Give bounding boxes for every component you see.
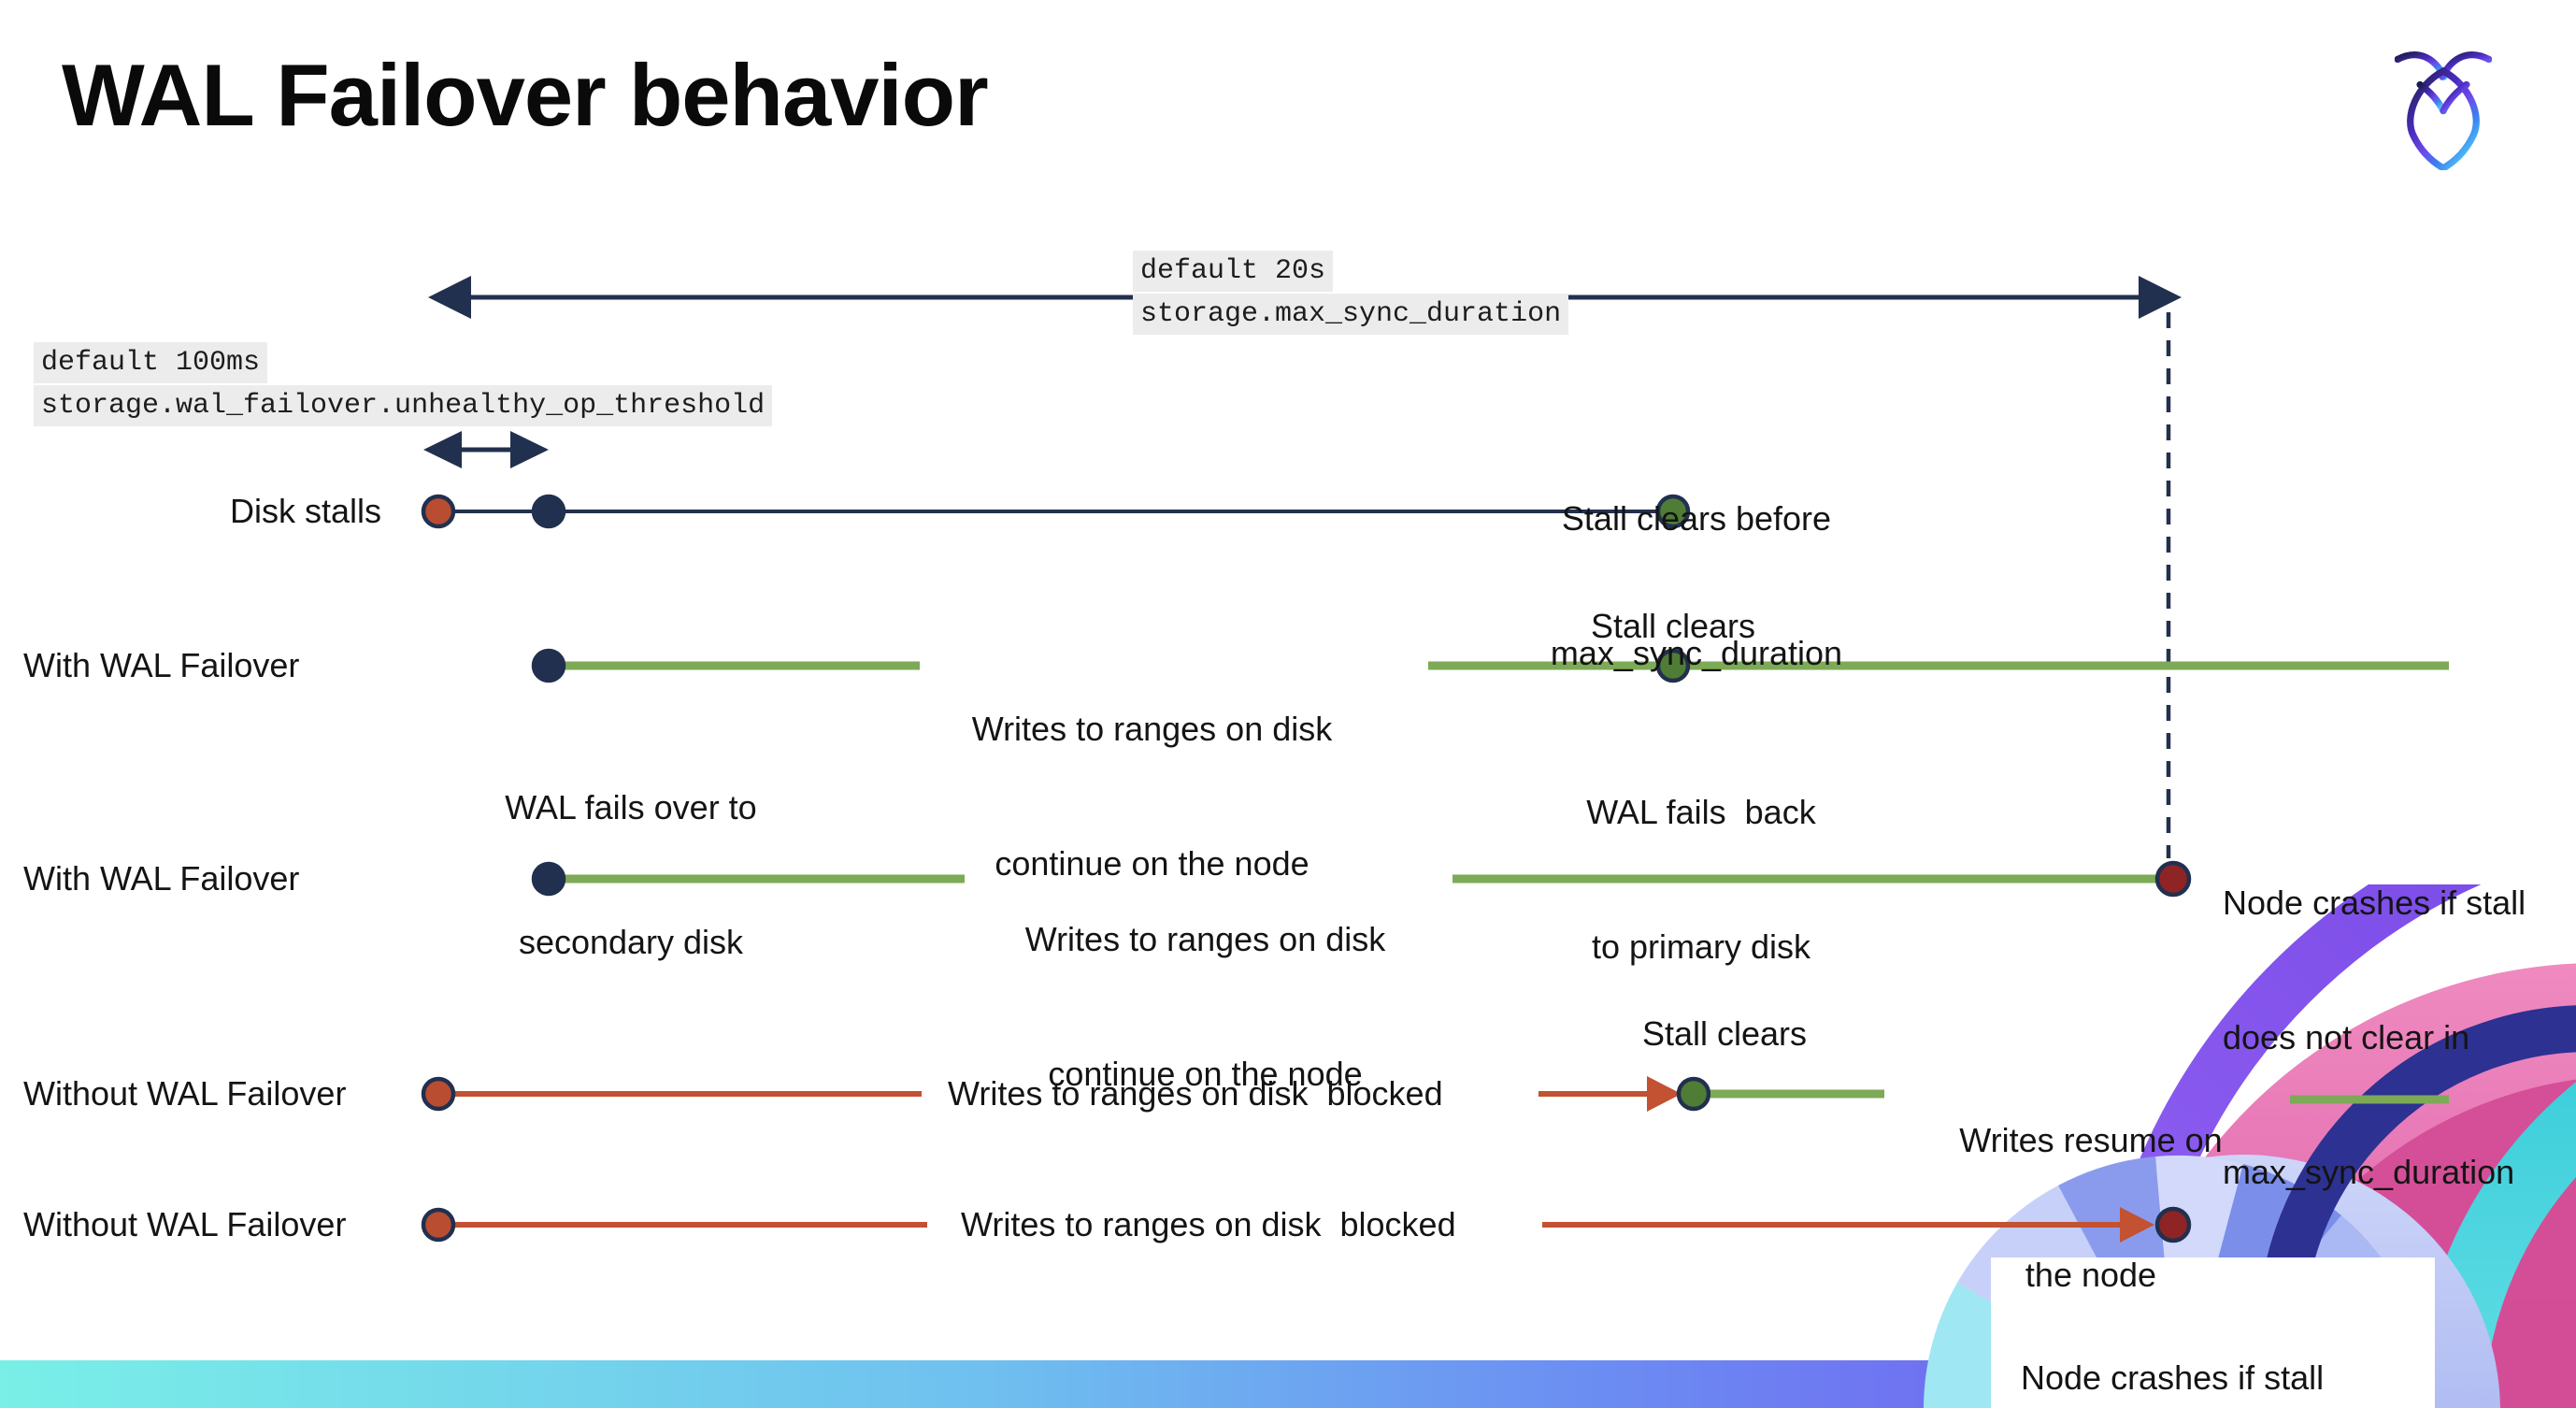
row-label-without-wal-failover: Without WAL Failover [23, 1205, 347, 1243]
failover-dot [531, 648, 566, 683]
setting-name: storage.wal_failover.unhealthy_op_thresh… [34, 385, 773, 426]
crash-note-box [1991, 1257, 2435, 1408]
setting-default-value: default 20s [1133, 251, 1334, 292]
failover-trigger-dot [531, 494, 566, 529]
note-stall-clears: Stall clears [1590, 607, 1756, 645]
note-line: Node crashes if stall [2223, 884, 2526, 922]
stall-clear-dot [1676, 1076, 1711, 1112]
note-line: secondary disk [518, 923, 744, 961]
note-line: Writes to ranges on disk [1024, 920, 1386, 958]
note-line: max_sync_duration [2223, 1153, 2515, 1191]
note-line: the node [2025, 1256, 2157, 1294]
note-line: WAL fails over to [505, 788, 757, 826]
stall-start-dot [421, 1076, 456, 1112]
note-line: does not clear in [2223, 1018, 2470, 1056]
setting-max-sync-duration: default 20s storage.max_sync_duration [1133, 251, 1569, 337]
arrowhead-left-icon [428, 276, 471, 319]
row-label-without-wal-failover: Without WAL Failover [23, 1074, 347, 1113]
cockroachdb-logo-icon [2395, 51, 2492, 170]
stall-start-dot [421, 1207, 456, 1243]
note-node-crashes: Node crashes if stall does not clear in … [2021, 1266, 2324, 1408]
row-label-with-wal-failover: With WAL Failover [23, 646, 300, 684]
note-node-crashes: Node crashes if stall does not clear in … [2223, 791, 2526, 1285]
setting-default-value: default 100ms [34, 342, 268, 383]
note-writes-blocked: Writes to ranges on disk blocked [948, 1074, 1443, 1113]
note-stall-clears: Stall clears [1641, 1014, 1808, 1053]
page-title: WAL Failover behavior [62, 46, 989, 144]
note-line: Writes resume on [1959, 1121, 2223, 1159]
setting-unhealthy-op-threshold: default 100ms storage.wal_failover.unhea… [34, 342, 773, 428]
note-writes-blocked: Writes to ranges on disk blocked [961, 1205, 1456, 1243]
stall-start-dot [421, 494, 456, 529]
note-writes-resume: Writes resume on the node [1937, 1028, 2245, 1387]
arrowhead-left-icon [423, 431, 462, 468]
note-line: Stall clears before [1561, 499, 1832, 538]
arrowhead-right-icon [510, 431, 549, 468]
note-wal-fails-over: WAL fails over to secondary disk [472, 696, 790, 1055]
setting-name: storage.max_sync_duration [1133, 294, 1569, 335]
row-label-disk-stalls: Disk stalls [230, 492, 382, 530]
note-writes-continue: Writes to ranges on disk continue on the… [993, 827, 1418, 1186]
note-line: continue on the node [1048, 1055, 1363, 1093]
note-line: Node crashes if stall [2021, 1358, 2325, 1397]
note-line: continue on the node [995, 844, 1309, 883]
arrowhead-right-icon [2139, 276, 2182, 319]
note-line: Writes to ranges on disk [971, 710, 1333, 748]
red-arrowhead-icon [1647, 1076, 1682, 1112]
note-line: WAL fails back [1586, 793, 1816, 831]
note-writes-continue: Writes to ranges on disk continue on the… [939, 617, 1365, 976]
note-line: to primary disk [1591, 927, 1811, 966]
row-label-with-wal-failover: With WAL Failover [23, 859, 300, 898]
note-wal-fails-back: WAL fails back to primary disk [1542, 700, 1860, 1059]
